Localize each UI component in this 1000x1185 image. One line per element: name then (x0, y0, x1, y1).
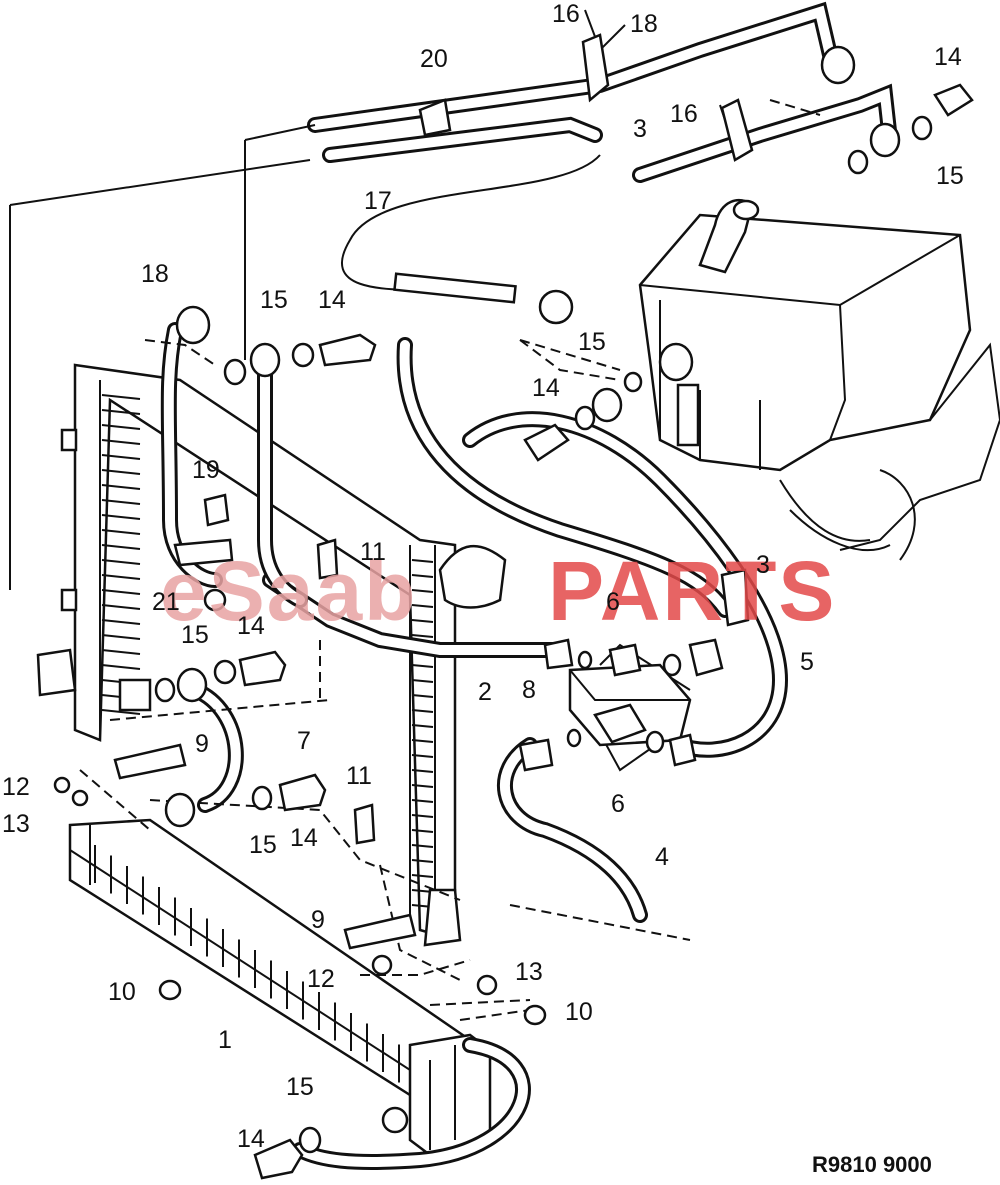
callout-13a: 13 (2, 810, 30, 838)
radiator-fin (411, 589, 434, 593)
radiator-fin (411, 799, 434, 803)
radiator-fin (101, 484, 141, 490)
callout-9b: 9 (311, 906, 325, 934)
callout-12a: 12 (2, 773, 30, 801)
radiator-fin (411, 754, 434, 758)
radiator-fin (411, 814, 434, 818)
callout-14e: 14 (290, 824, 318, 852)
callout-20: 20 (420, 45, 448, 73)
watermark: eSaab PARTS (160, 544, 836, 638)
callout-3a: 3 (633, 115, 647, 143)
callout-10b: 10 (565, 998, 593, 1026)
callout-11b: 11 (346, 762, 372, 790)
callout-4: 4 (655, 843, 669, 871)
callout-15a: 15 (936, 162, 964, 190)
radiator-fin (411, 694, 434, 698)
radiator-fin (411, 559, 434, 563)
callout-9a: 9 (195, 730, 209, 758)
radiator-fin (411, 739, 434, 743)
callout-14b: 14 (318, 286, 346, 314)
radiator-fin (101, 424, 141, 430)
radiator-fin (101, 529, 141, 535)
radiator-fin (101, 409, 141, 415)
callout-19: 19 (192, 456, 220, 484)
radiator-fin (101, 619, 141, 625)
callout-15e: 15 (249, 831, 277, 859)
callout-14f: 14 (237, 1125, 265, 1153)
radiator-fin (411, 709, 434, 713)
callout-3b: 3 (756, 551, 770, 579)
radiator-fin (101, 634, 141, 640)
callout-2: 2 (478, 678, 492, 706)
callout-13b: 13 (515, 958, 543, 986)
callout-21: 21 (152, 588, 180, 616)
radiator-fin (101, 559, 141, 565)
callout-6b: 6 (611, 790, 625, 818)
callout-15b: 15 (260, 286, 288, 314)
callout-10a: 10 (108, 978, 136, 1006)
callout-16a: 16 (552, 0, 580, 28)
radiator-fin (411, 679, 434, 683)
drawing-reference: R9810 9000 (812, 1152, 932, 1177)
radiator-fin (411, 859, 434, 863)
radiator-fin (101, 439, 141, 445)
radiator-fin (411, 874, 434, 878)
radiator-fin (101, 664, 141, 670)
watermark-parts: PARTS (548, 544, 836, 638)
radiator-fin (101, 544, 141, 550)
radiator-fin (411, 844, 434, 848)
callout-8: 8 (522, 676, 536, 704)
radiator-fin (411, 574, 434, 578)
radiator-fin (411, 664, 434, 668)
watermark-esaab: eSaab (160, 544, 418, 638)
radiator-fin (411, 604, 434, 608)
callout-5: 5 (800, 648, 814, 676)
callout-7: 7 (297, 727, 311, 755)
radiator-fin (411, 829, 434, 833)
callout-15d: 15 (181, 621, 209, 649)
callout-18a: 18 (630, 10, 658, 38)
callout-14d: 14 (237, 612, 265, 640)
callout-1: 1 (218, 1026, 232, 1054)
radiator-fin (411, 619, 434, 623)
radiator-fin (101, 469, 141, 475)
callout-16b: 16 (670, 100, 698, 128)
radiator-fin (101, 589, 141, 595)
radiator-fin (411, 634, 434, 638)
radiator-fin (101, 604, 141, 610)
fittings (53, 33, 974, 1180)
radiator-fin (411, 784, 434, 788)
radiator-fin (101, 649, 141, 655)
callout-17: 17 (364, 187, 392, 215)
callout-14a: 14 (934, 43, 962, 71)
callout-18b: 18 (141, 260, 169, 288)
callout-11a: 11 (360, 538, 386, 566)
radiator-fin (101, 574, 141, 580)
callout-12b: 12 (307, 965, 335, 993)
radiator-fin (411, 769, 434, 773)
radiator-fin (101, 709, 141, 715)
callout-15f: 15 (286, 1073, 314, 1101)
radiator-fin (101, 454, 141, 460)
callout-15c: 15 (578, 328, 606, 356)
engine-block (638, 199, 1000, 561)
callouts: 1 2 3 3 4 5 6 6 7 8 9 9 10 10 11 11 12 1… (2, 0, 964, 1153)
oil-cooler (68, 818, 492, 1157)
radiator-fin (101, 514, 141, 520)
pipes (160, 1, 898, 1170)
radiator (36, 363, 507, 947)
callout-14c: 14 (532, 374, 560, 402)
callout-6a: 6 (606, 588, 620, 616)
radiator-fin (411, 724, 434, 728)
radiator-fin (101, 394, 141, 400)
radiator-fin (101, 499, 141, 505)
